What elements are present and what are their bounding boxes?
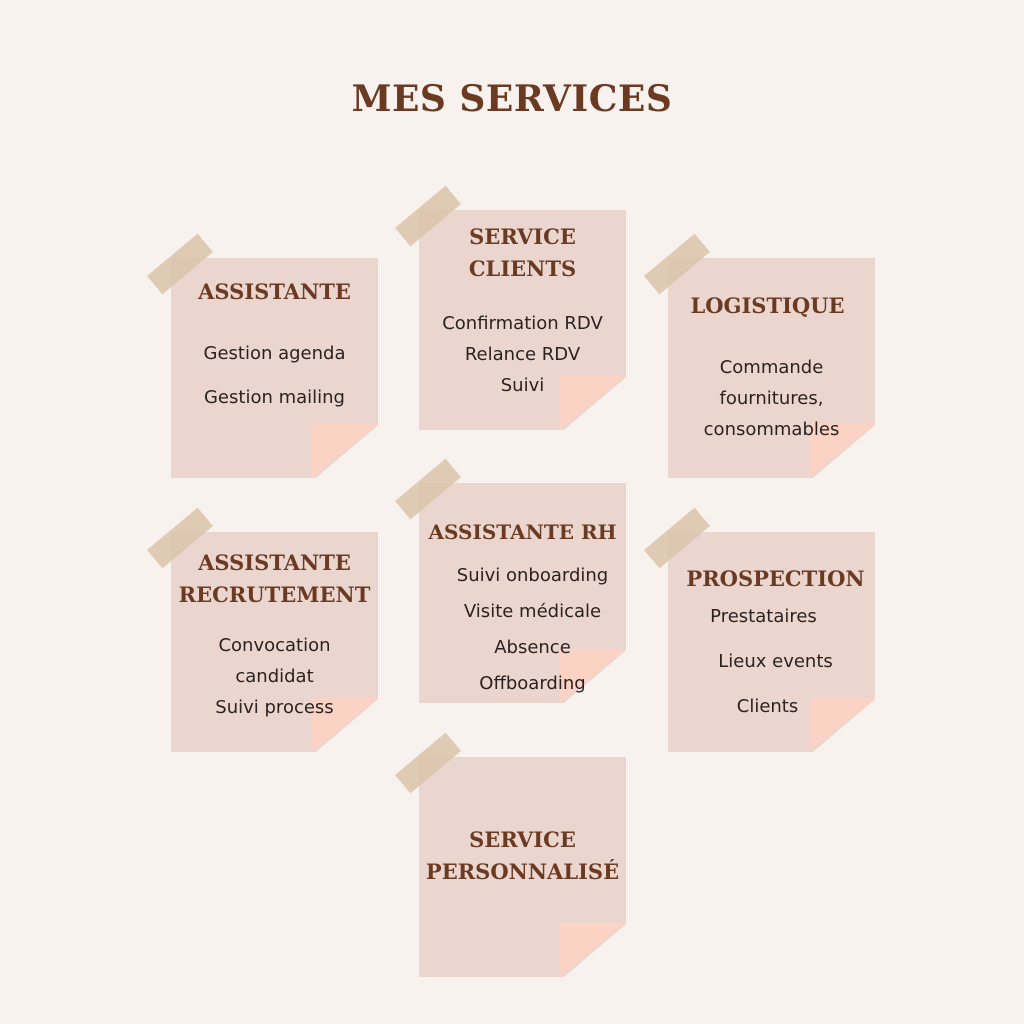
note-items: Confirmation RDV Relance RDV Suivi xyxy=(419,308,626,401)
note-service-clients: SERVICE CLIENTS Confirmation RDV Relance… xyxy=(395,185,626,430)
note-title: LOGISTIQUE xyxy=(690,293,845,318)
note-logistique: LOGISTIQUE Commande fournitures, consomm… xyxy=(644,233,875,478)
note-assistante: ASSISTANTE Gestion agenda Gestion mailin… xyxy=(147,233,378,478)
note-title: SERVICE PERSONNALISÉ xyxy=(425,827,620,884)
list-item: Relance RDV xyxy=(464,344,581,365)
list-item: candidat xyxy=(235,666,314,687)
list-item: Prestataires xyxy=(710,606,817,627)
note-title: ASSISTANTE xyxy=(198,279,351,304)
list-item: Suivi xyxy=(500,375,545,396)
list-item: Offboarding xyxy=(479,673,586,694)
list-item: Suivi process xyxy=(215,697,334,718)
list-item: Clients xyxy=(736,696,799,717)
list-item: Gestion agenda xyxy=(203,343,346,364)
note-items: Prestataires Lieux events Clients xyxy=(668,602,875,722)
note-items: Suivi onboarding Visite médicale Absence… xyxy=(429,558,636,702)
list-item: Commande xyxy=(719,357,824,378)
note-title: PROSPECTION xyxy=(686,566,865,591)
list-item: Confirmation RDV xyxy=(442,313,603,334)
list-item: fournitures, xyxy=(719,388,824,409)
note-title: ASSISTANTE RH xyxy=(428,520,617,544)
note-prospection: PROSPECTION Prestataires Lieux events Cl… xyxy=(644,507,875,752)
note-title: ASSISTANTE RECRUTEMENT xyxy=(178,550,371,607)
note-assistante-rh: ASSISTANTE RH Suivi onboarding Visite mé… xyxy=(395,458,626,703)
list-item: Suivi onboarding xyxy=(456,565,609,586)
list-item: Visite médicale xyxy=(463,601,602,622)
note-items: Convocation candidat Suivi process xyxy=(171,630,378,723)
note-service-personnalise: SERVICE PERSONNALISÉ xyxy=(395,732,626,977)
note-items: Gestion agenda Gestion mailing xyxy=(171,339,378,413)
list-item: Gestion mailing xyxy=(203,387,345,408)
list-item: Lieux events xyxy=(718,651,833,672)
note-title: SERVICE CLIENTS xyxy=(468,224,577,281)
page-title: MES SERVICES xyxy=(351,78,673,120)
list-item: consommables xyxy=(703,419,840,440)
note-assistante-recrutement: ASSISTANTE RECRUTEMENT Convocation candi… xyxy=(147,507,378,752)
list-item: Absence xyxy=(494,637,571,658)
note-items: Commande fournitures, consommables xyxy=(668,352,875,445)
list-item: Convocation xyxy=(218,635,331,656)
